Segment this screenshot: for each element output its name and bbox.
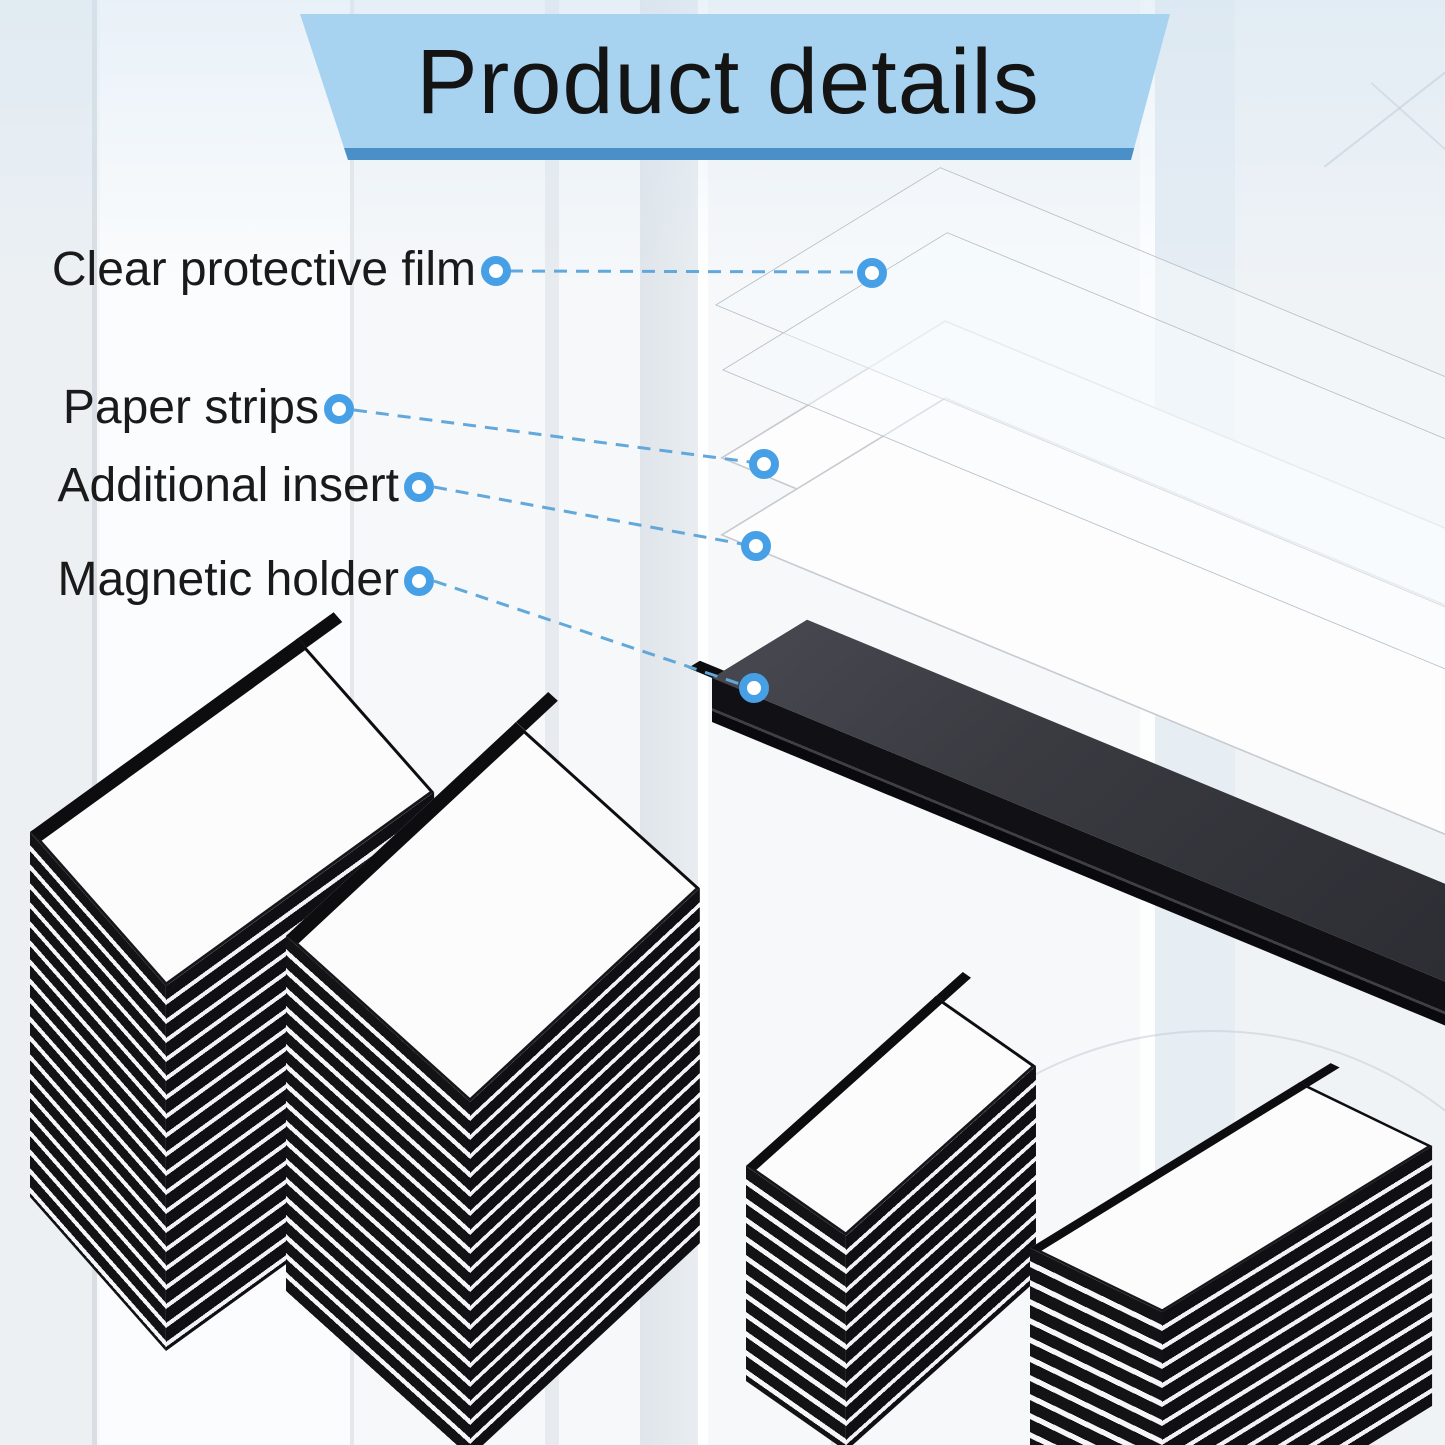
connector-dot-paper-strips-label xyxy=(324,394,354,424)
background-seam xyxy=(92,0,97,1445)
connector-line-paper-strips xyxy=(353,408,751,464)
title-banner-bottom-edge xyxy=(300,148,1170,160)
callout-label-clear-protective-film: Clear protective film xyxy=(51,243,476,296)
connector-dot-clear-film-part xyxy=(857,258,887,288)
page-title: Product details xyxy=(416,31,1040,133)
connector-dot-paper-strips-part xyxy=(749,449,779,479)
callout-label-paper-strips: Paper strips xyxy=(62,381,319,434)
callout-label-magnetic-holder: Magnetic holder xyxy=(57,553,399,606)
callout-label-additional-insert: Additional insert xyxy=(57,459,399,512)
connector-line-additional-insert xyxy=(433,485,743,546)
connector-dot-additional-insert-label xyxy=(404,472,434,502)
connector-dot-clear-film-label xyxy=(481,256,511,286)
connector-line-clear-film xyxy=(509,269,861,274)
connector-line-magnetic-holder xyxy=(433,579,741,686)
title-banner: Product details xyxy=(300,14,1170,160)
connector-dot-magnetic-holder-label xyxy=(404,566,434,596)
connector-dot-additional-insert-part xyxy=(741,531,771,561)
background-highlight xyxy=(698,0,708,1445)
title-banner-background xyxy=(300,14,1170,148)
connector-dot-magnetic-holder-part xyxy=(739,673,769,703)
